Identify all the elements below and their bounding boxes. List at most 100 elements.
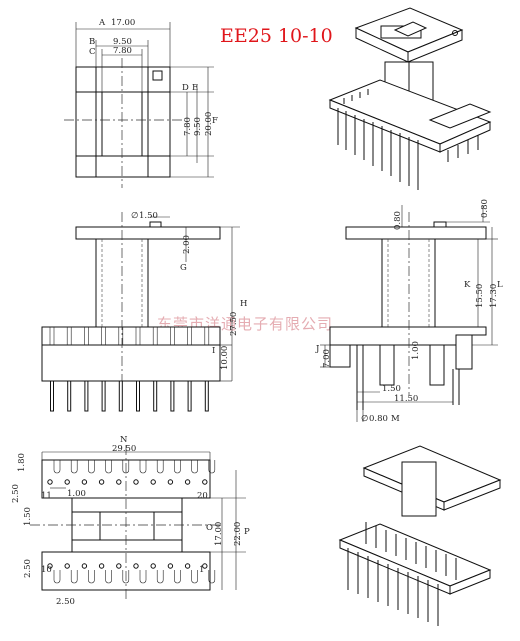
- dim-tag-c: C: [89, 47, 96, 57]
- pin-hole: [184, 479, 191, 485]
- side-view: [329, 212, 487, 410]
- dim-left-d-value: 2.50: [23, 559, 33, 578]
- pin-label-1: 1: [199, 565, 204, 575]
- dim-tag-m: M: [391, 414, 400, 424]
- dim-left-a-value: 1.80: [17, 453, 27, 472]
- pin-slot: [156, 460, 164, 474]
- pin-slot: [208, 570, 216, 584]
- front-view-top-flange: [75, 226, 221, 240]
- pin-hole: [64, 479, 70, 485]
- pin-hole: [167, 479, 174, 485]
- dim-pin-prefix: ∅: [361, 414, 369, 424]
- top-view-outline: [75, 66, 171, 178]
- dim-d-value: 7.80: [183, 117, 193, 136]
- dim-pin-gap-value: 1.00: [67, 489, 86, 499]
- dim-n-value: 29.50: [112, 444, 136, 454]
- pin-hole: [202, 563, 208, 569]
- dim-b-value: 9.50: [113, 37, 132, 47]
- side-view-core: [381, 238, 436, 328]
- pin-hole: [202, 479, 208, 485]
- pin-hole: [64, 563, 70, 569]
- pin-slot: [88, 570, 95, 584]
- dim-pitch-value: 2.50: [56, 597, 75, 607]
- dim-pin-value: 0.80: [369, 414, 388, 424]
- dim-tag-n: N: [120, 435, 128, 445]
- pin-hole: [47, 479, 53, 485]
- dim-tag-h: H: [240, 299, 247, 309]
- top-view-band: [75, 91, 171, 157]
- pin-slot: [105, 570, 112, 584]
- dim-p-value: 22.00: [233, 522, 243, 546]
- dim-h-value: 27.50: [229, 312, 239, 336]
- pin-hole: [133, 479, 139, 485]
- dim-tag-k: K: [464, 280, 471, 290]
- pin-slot: [156, 570, 164, 584]
- front-view-base: [41, 326, 221, 382]
- dim-l-value: 17.30: [489, 284, 499, 308]
- dim-tag-i: I: [212, 346, 215, 356]
- pin-hole: [81, 479, 88, 485]
- pin: [153, 380, 158, 412]
- dim-tag-j: J: [315, 344, 320, 354]
- pin: [67, 380, 72, 412]
- pin-slot: [191, 460, 198, 474]
- pin-hole: [116, 479, 122, 485]
- isometric-view-bottom-pins: [347, 522, 457, 626]
- pin: [187, 380, 192, 412]
- pin-slot: [174, 460, 181, 474]
- dim-tag-d: D: [182, 83, 189, 93]
- isometric-view-bottom: [338, 445, 502, 595]
- bottom-view-pins-top: [47, 460, 216, 485]
- bottom-view: [30, 445, 220, 600]
- top-view-key-square: [152, 70, 163, 81]
- dim-left-c-value: 1.50: [23, 507, 33, 526]
- pin-slot: [53, 460, 61, 474]
- pin: [170, 380, 175, 412]
- pin-slot: [70, 570, 78, 584]
- dim-slot-value: 1.50: [139, 211, 158, 221]
- pin-hole: [150, 479, 156, 485]
- pin-slot: [191, 570, 198, 584]
- dim-top-a-value: 0.80: [393, 211, 403, 230]
- dim-tag-a: A: [98, 18, 106, 28]
- pin-hole: [167, 563, 174, 569]
- pin-hole: [150, 563, 156, 569]
- pin-slot: [174, 570, 181, 584]
- pin: [50, 380, 54, 412]
- drawing-title: EE25 10-10: [220, 25, 333, 47]
- pin-hole: [98, 563, 105, 569]
- dim-tag-o: O: [206, 523, 213, 533]
- pin-slot: [122, 570, 130, 584]
- pin: [118, 380, 123, 412]
- pin-slot: [70, 460, 78, 474]
- bottom-view-dims: N 29.50 1.80 2.50 1.50 2.50 1.00 17.00 O…: [11, 435, 250, 607]
- pin-slot: [53, 570, 61, 584]
- front-view-dims: ∅ 1.50 2.00 G 27.50 H 10.00 I: [131, 211, 247, 382]
- dim-tag-f: F: [212, 116, 218, 126]
- front-view-pins: [50, 380, 209, 412]
- pin: [204, 380, 209, 412]
- dim-a-value: 17.00: [111, 18, 135, 28]
- dim-tag-b: B: [89, 37, 95, 47]
- dim-tag-p: P: [244, 527, 250, 537]
- dim-k-value: 15.50: [475, 284, 485, 308]
- pin-hole: [184, 563, 191, 569]
- dim-inner-value: 1.00: [411, 341, 421, 360]
- front-view-ribs: [49, 327, 210, 345]
- pin-label-11: 11: [41, 491, 52, 501]
- pin-slot: [139, 570, 147, 584]
- pin-hole: [98, 479, 105, 485]
- dim-slot-prefix: ∅: [131, 211, 139, 221]
- side-view-dims: 0.80 0.80 15.50 K 17.30 L J 7.00 1.00 1.…: [315, 199, 503, 424]
- pin-hole: [116, 563, 122, 569]
- pin-label-10: 10: [41, 565, 52, 575]
- pin: [136, 380, 140, 412]
- dim-top-b-value: 0.80: [480, 199, 490, 218]
- front-view: [41, 212, 221, 385]
- pin-hole: [47, 563, 53, 569]
- side-view-top-flange: [345, 226, 487, 240]
- pin-slot: [88, 460, 95, 474]
- dim-c-value: 7.80: [113, 46, 132, 56]
- pin-label-20: 20: [197, 491, 208, 501]
